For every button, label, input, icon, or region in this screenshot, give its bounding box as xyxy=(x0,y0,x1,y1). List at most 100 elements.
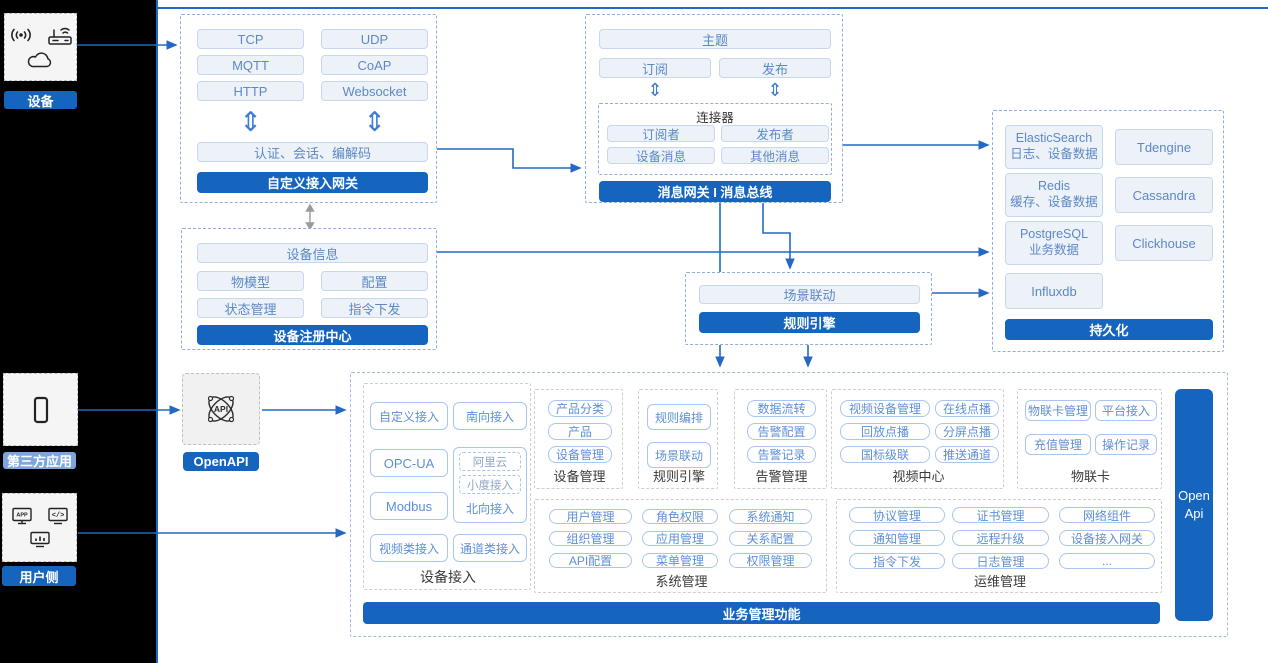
rule-engine-box: 场景联动 规则引擎 xyxy=(685,272,932,345)
iotcard-item: 操作记录 xyxy=(1095,434,1157,455)
video-group: 视频设备管理 在线点播 回放点播 分屏点播 国标级联 推送通道 视频中心 xyxy=(831,389,1004,489)
svg-text:</>: </> xyxy=(51,512,64,520)
command-box: 指令下发 xyxy=(321,298,428,318)
signal-icon xyxy=(10,28,31,42)
devices-icon-box xyxy=(4,13,77,81)
router-icon xyxy=(47,27,72,45)
alarm-item: 告警记录 xyxy=(747,446,816,463)
code-icon: </> xyxy=(47,507,68,524)
access-opcua: OPC-UA xyxy=(370,449,448,477)
device-registry-box: 设备信息 物模型 配置 状态管理 指令下发 设备注册中心 xyxy=(181,228,437,350)
rule-engine-banner: 规则引擎 xyxy=(699,312,920,333)
devmgmt-item: 设备管理 xyxy=(548,446,612,463)
updown-arrow-icon: ⇕ xyxy=(239,106,262,137)
scene-linkage-box: 场景联动 xyxy=(699,285,920,304)
business-banner: 业务管理功能 xyxy=(363,602,1160,624)
device-message-box: 设备消息 xyxy=(607,147,715,164)
message-bus-banner: 消息网关 I 消息总线 xyxy=(599,181,831,202)
connector-box: 连接器 订阅者 发布者 设备消息 其他消息 xyxy=(598,103,832,175)
message-bus-box: 主题 订阅 发布 ⇕ ⇕ 连接器 订阅者 发布者 设备消息 其他消息 消息网关 … xyxy=(585,14,843,203)
protocol-box-coap: CoAP xyxy=(321,55,428,75)
video-item: 回放点播 xyxy=(840,423,930,440)
access-video: 视频类接入 xyxy=(370,534,448,562)
third-party-label: 第三方应用 xyxy=(3,452,76,469)
publisher-box: 发布者 xyxy=(721,125,829,142)
publish-box: 发布 xyxy=(719,58,831,78)
other-message-box: 其他消息 xyxy=(721,147,829,164)
device-mgmt-group: 产品分类 产品 设备管理 设备管理 xyxy=(534,389,623,489)
video-item: 国标级联 xyxy=(840,446,930,463)
ops-item: ... xyxy=(1059,553,1155,569)
video-item: 推送通道 xyxy=(935,446,999,463)
openapi-label: OpenAPI xyxy=(183,452,259,471)
open-api-bar: Open Api xyxy=(1175,389,1213,621)
protocol-box-http: HTTP xyxy=(197,81,304,101)
rule-item: 规则编排 xyxy=(647,404,711,430)
ops-item: 证书管理 xyxy=(952,507,1049,523)
protocol-box-websocket: Websocket xyxy=(321,81,428,101)
db-clickhouse: Clickhouse xyxy=(1115,225,1213,261)
device-mgmt-label: 设备管理 xyxy=(553,468,606,484)
custom-gateway-banner: 自定义接入网关 xyxy=(197,172,428,193)
app-window-icon: APP xyxy=(11,507,32,524)
phone-icon xyxy=(33,396,48,423)
updown-arrow-icon: ⇕ xyxy=(647,80,663,100)
updown-arrow-icon: ⇕ xyxy=(363,106,386,137)
ops-mgmt-group: 协议管理 证书管理 网络组件 通知管理 远程升级 设备接入网关 指令下发 日志管… xyxy=(836,499,1162,593)
sys-item: 组织管理 xyxy=(549,531,632,546)
ops-item: 日志管理 xyxy=(952,553,1049,569)
updown-arrow-icon: ⇕ xyxy=(767,80,783,100)
rule-engine-label: 规则引擎 xyxy=(652,468,705,484)
third-party-icon-box xyxy=(3,373,78,446)
video-item: 分屏点播 xyxy=(935,423,999,440)
alarm-item: 数据流转 xyxy=(747,400,816,417)
api-network-icon: API xyxy=(207,395,235,423)
custom-gateway-box: TCP UDP MQTT CoAP HTTP Websocket ⇕ ⇕ 认证、… xyxy=(180,14,437,203)
db-postgresql: PostgreSQL 业务数据 xyxy=(1005,221,1103,265)
left-border-line xyxy=(156,0,158,663)
db-tdengine: Tdengine xyxy=(1115,129,1213,165)
access-custom: 自定义接入 xyxy=(370,402,448,430)
session-bar: 认证、会话、编解码 xyxy=(197,142,428,162)
db-cassandra: Cassandra xyxy=(1115,177,1213,213)
protocol-box-udp: UDP xyxy=(321,29,428,49)
svg-text:APP: APP xyxy=(16,512,28,518)
db-elasticsearch: ElasticSearch 日志、设备数据 xyxy=(1005,125,1103,169)
access-aliyun: 阿里云 xyxy=(459,452,521,471)
video-item: 在线点播 xyxy=(935,400,999,417)
iot-card-group: 物联卡管理 平台接入 充值管理 操作记录 物联卡 xyxy=(1017,389,1162,489)
sys-item: 系统通知 xyxy=(729,509,812,524)
devices-label: 设备 xyxy=(4,91,77,109)
thing-model-box: 物模型 xyxy=(197,271,304,291)
access-modbus: Modbus xyxy=(370,492,448,520)
subscriber-box: 订阅者 xyxy=(607,125,715,142)
persistence-banner: 持久化 xyxy=(1005,319,1213,340)
sys-item: 权限管理 xyxy=(729,553,812,568)
db-influxdb: Influxdb xyxy=(1005,273,1103,309)
cloud-icon xyxy=(27,52,51,68)
iotcard-item: 物联卡管理 xyxy=(1025,400,1091,421)
ops-item: 远程升级 xyxy=(952,530,1049,546)
devmgmt-item: 产品 xyxy=(548,423,612,440)
connector-title: 连接器 xyxy=(696,111,734,125)
ops-item: 设备接入网关 xyxy=(1059,530,1155,546)
device-registry-banner: 设备注册中心 xyxy=(197,325,428,345)
user-side-icon-box: APP </> xyxy=(2,493,77,562)
ops-mgmt-label: 运维管理 xyxy=(973,573,1026,589)
video-label: 视频中心 xyxy=(892,468,945,484)
business-box: 自定义接入 南向接入 OPC-UA 阿里云 小度接入 北向接入 Modbus 视… xyxy=(350,372,1228,637)
iot-card-label: 物联卡 xyxy=(1070,468,1110,484)
ops-item: 指令下发 xyxy=(849,553,945,569)
config-box: 配置 xyxy=(321,271,428,291)
persistence-box: ElasticSearch 日志、设备数据 Tdengine Redis 缓存、… xyxy=(992,110,1224,352)
system-mgmt-label: 系统管理 xyxy=(655,573,708,589)
device-access-group: 自定义接入 南向接入 OPC-UA 阿里云 小度接入 北向接入 Modbus 视… xyxy=(363,383,531,590)
sys-item: API配置 xyxy=(549,553,632,568)
openapi-icon-box: API xyxy=(182,373,260,445)
device-access-label: 设备接入 xyxy=(420,569,476,585)
db-redis: Redis 缓存、设备数据 xyxy=(1005,173,1103,217)
rule-item: 场景联动 xyxy=(647,442,711,468)
sys-item: 角色权限 xyxy=(642,509,718,524)
iotcard-item: 平台接入 xyxy=(1095,400,1157,421)
user-side-label: 用户侧 xyxy=(2,566,76,586)
